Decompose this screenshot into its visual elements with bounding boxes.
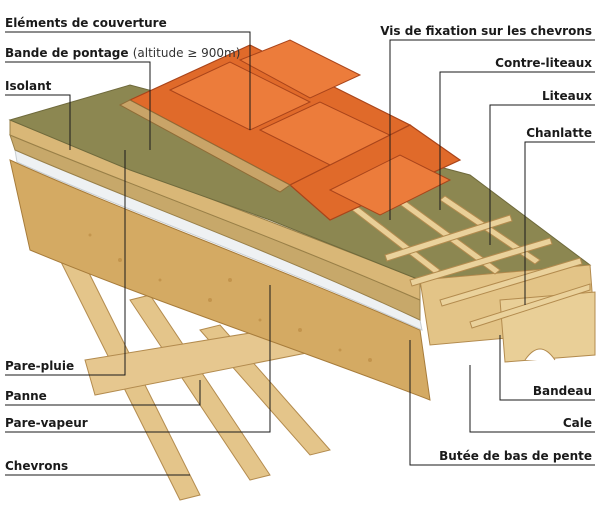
- label-bande-pontage-text: Bande de pontage: [5, 46, 129, 60]
- label-vis-fixation: Vis de fixation sur les chevrons: [380, 24, 592, 38]
- label-contre-liteaux: Contre-liteaux: [495, 56, 592, 70]
- leader-lines: [5, 31, 595, 476]
- label-bandeau: Bandeau: [532, 384, 592, 398]
- label-panne: Panne: [5, 389, 47, 403]
- label-liteaux: Liteaux: [541, 89, 592, 103]
- label-pare-vapeur: Pare-vapeur: [5, 416, 88, 430]
- label-bande-pontage-note: (altitude ≥ 900m): [132, 46, 241, 60]
- label-cale: Cale: [562, 416, 592, 430]
- label-butee: Butée de bas de pente: [439, 449, 592, 463]
- tiles: [118, 39, 462, 221]
- label-chanlatte: Chanlatte: [526, 126, 592, 140]
- label-isolant: Isolant: [5, 79, 52, 93]
- label-pare-pluie: Pare-pluie: [5, 359, 75, 373]
- battens: [384, 214, 591, 329]
- label-chevrons: Chevrons: [5, 459, 69, 473]
- label-bande-pontage: Bande de pontage (altitude ≥ 900m): [5, 46, 240, 60]
- label-elements-couverture: Eléments de couverture: [5, 16, 167, 30]
